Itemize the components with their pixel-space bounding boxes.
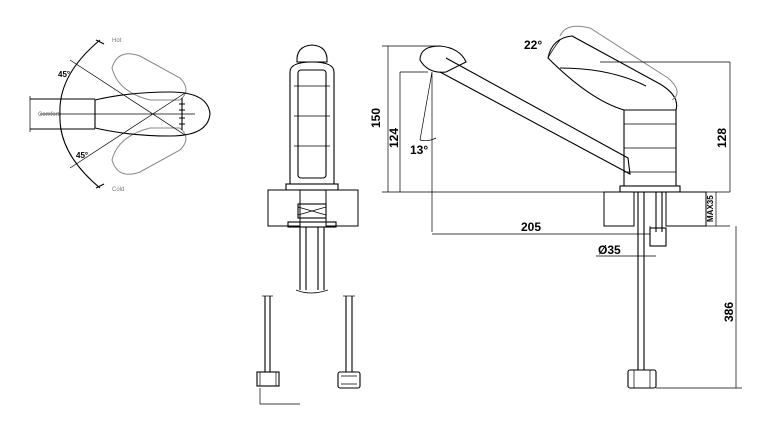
front-view-hose-break: [295, 289, 329, 294]
side-view-spout-arm: [439, 57, 631, 175]
dim-13-lines: [419, 71, 433, 232]
front-view-mount-nut: [297, 203, 327, 219]
side-view-deck-left: [603, 191, 635, 227]
top-view-rotation-arc: [59, 39, 101, 189]
dim-22: 22°: [524, 38, 542, 52]
dim-386-lines: [656, 226, 742, 389]
dim-13: 13°: [410, 143, 428, 157]
top-view-main-handle: [94, 91, 211, 137]
top-view-body-bar: [30, 98, 95, 130]
side-view-handle-lever: [547, 35, 678, 111]
dim-22-arc: [547, 39, 561, 59]
front-view-deck-left: [267, 189, 301, 227]
top-view-guide-2: [69, 92, 186, 169]
dim-13-arc: [419, 137, 437, 142]
dim-max35-lines: [706, 191, 730, 227]
side-view-base: [619, 185, 681, 193]
angle-up-label: 45°: [58, 70, 70, 79]
top-view-arc-ends: [95, 39, 105, 189]
side-view-hose: [637, 256, 645, 370]
label-hot: Hot: [112, 38, 122, 44]
label-comfort: Comfort: [38, 112, 60, 118]
label-cold: Cold: [112, 187, 124, 193]
dim-386: 386: [722, 302, 736, 322]
top-view-center-marks: [179, 98, 185, 130]
side-view-mount-nut: [649, 227, 667, 247]
side-view-hose-connector: [627, 369, 657, 389]
front-view-spout-cap: [296, 44, 328, 63]
dim-124: 124: [387, 128, 401, 148]
front-view-hoses-upper: [299, 227, 325, 290]
front-view-connector-left-leader: [259, 388, 300, 405]
side-view-handle-raised: [559, 25, 678, 101]
front-view-handle-face: [297, 69, 327, 179]
top-view-cold-handle: [111, 127, 187, 175]
front-view-hose-lower-left: [264, 296, 271, 372]
angle-down-label: 45°: [76, 151, 88, 160]
dim-205-lines: [432, 226, 651, 240]
dim-150: 150: [369, 108, 383, 128]
front-view-deck-right: [325, 189, 359, 227]
side-view: 150 124 13° 22° 128 MAX35 205 Ø35 386: [369, 25, 742, 389]
front-view-connector-right-detail: [341, 375, 357, 385]
front-view-body-ribs: [294, 85, 330, 147]
top-view-guide-1: [69, 59, 186, 136]
side-view-mount-rods: [637, 192, 663, 256]
top-view-hot-handle: [111, 53, 187, 101]
front-view-hose-lower-right: [345, 296, 353, 372]
dim-diameter: Ø35: [598, 243, 621, 257]
dim-205: 205: [521, 220, 541, 234]
front-view: [256, 44, 361, 405]
side-view-connector-detail: [633, 370, 651, 388]
front-view-body: [289, 61, 335, 185]
dim-124-lines: [399, 71, 428, 192]
side-view-body-ribs: [624, 123, 676, 173]
front-view-base: [285, 183, 339, 191]
dim-128: 128: [715, 128, 729, 148]
front-view-mount-cross: [297, 206, 327, 216]
front-view-connector-right: [337, 371, 361, 389]
side-view-deck-right: [665, 191, 707, 227]
side-view-handle-line: [559, 67, 647, 87]
side-view-spout-tip: [419, 45, 467, 73]
top-view: Hot Comfort Cold 45° 45°: [29, 38, 211, 193]
front-view-washer: [287, 221, 337, 228]
dim-128-lines: [600, 61, 731, 192]
dim-150-lines: [382, 45, 620, 193]
dim-max35: MAX35: [706, 195, 715, 222]
front-view-connector-left-detail: [259, 372, 277, 386]
front-view-connector-left: [256, 371, 280, 387]
